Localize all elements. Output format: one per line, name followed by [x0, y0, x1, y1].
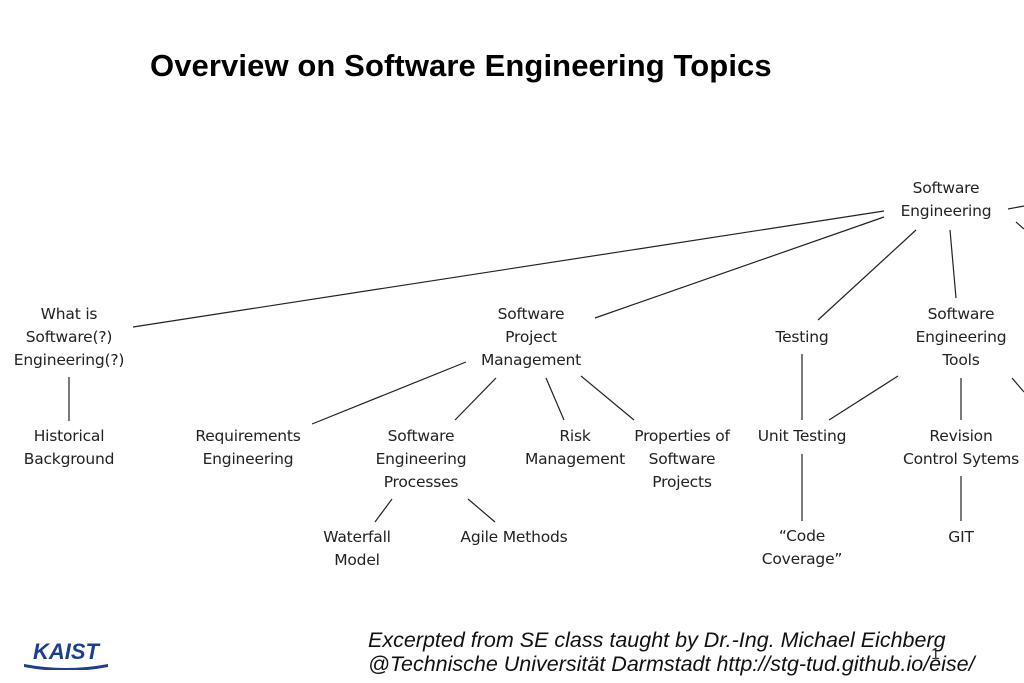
edge-spm-properties: [580, 375, 635, 421]
node-git: GIT: [948, 528, 974, 546]
edge-se-spm: [594, 216, 885, 319]
footer-credit: Excerpted from SE class taught by Dr.-In…: [368, 628, 975, 676]
edge-se-testing: [817, 229, 917, 321]
node-risk-management: Risk Management: [524, 427, 626, 468]
edge-spm-requirements: [311, 361, 467, 425]
edge-spm-processes: [454, 377, 497, 421]
node-what-is-software-engineering: What is Software(?) Engineering(?): [13, 305, 125, 369]
slide-title: Overview on Software Engineering Topics: [150, 48, 772, 83]
edge-se-offscreen-1: [1007, 205, 1024, 210]
footer-line-1: Excerpted from SE class taught by Dr.-In…: [368, 628, 946, 652]
edge-se-whatis: [132, 210, 885, 328]
edge-processes-agile: [467, 498, 496, 523]
node-unit-testing: Unit Testing: [757, 427, 847, 445]
node-software-engineering: Software Engineering: [900, 179, 992, 220]
node-software-engineering-processes: Software Engineering Processes: [375, 427, 467, 491]
node-software-engineering-tools: Software Engineering Tools: [915, 305, 1007, 369]
node-code-coverage: “Code Coverage”: [761, 527, 843, 568]
page-number: 1: [931, 646, 940, 663]
edge-tools-unit: [828, 375, 899, 421]
edge-se-offscreen-2: [1015, 221, 1024, 230]
edge-se-tools: [949, 229, 957, 299]
node-testing: Testing: [775, 328, 829, 346]
node-properties-of-software-projects: Properties of Software Projects: [634, 427, 730, 491]
node-waterfall-model: Waterfall Model: [323, 528, 391, 569]
node-agile-methods: Agile Methods: [460, 528, 568, 546]
kaist-logo-text: KAIST: [33, 639, 101, 664]
node-historical-background: Historical Background: [23, 427, 115, 468]
edge-processes-waterfall: [374, 498, 393, 523]
edge-tools-offscreen: [1011, 377, 1024, 393]
node-requirements-engineering: Requirements Engineering: [195, 427, 301, 468]
footer-line-2: @Technische Universität Darmstadt http:/…: [368, 652, 975, 676]
node-revision-control-systems: Revision Control Sytems: [903, 427, 1019, 468]
kaist-logo: KAIST: [24, 639, 108, 670]
edge-spm-risk: [545, 377, 565, 421]
node-software-project-management: Software Project Management: [480, 305, 582, 369]
